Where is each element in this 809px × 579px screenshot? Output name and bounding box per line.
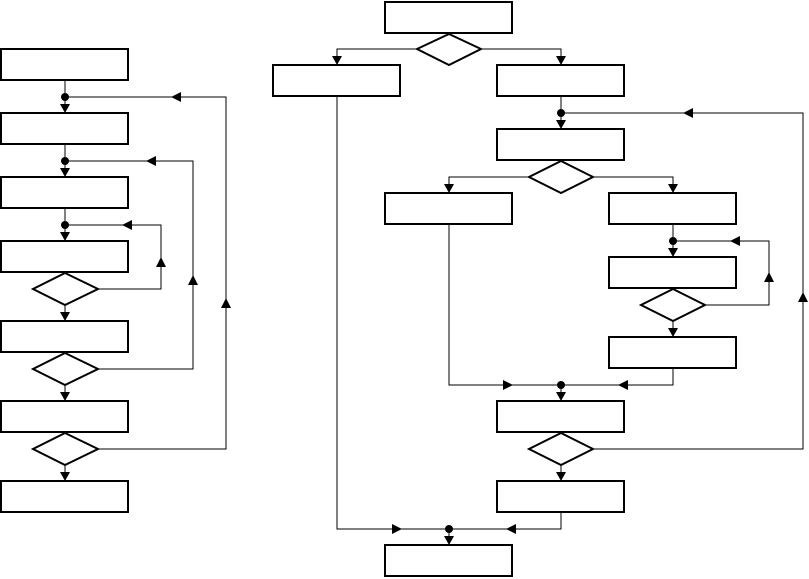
arrowhead-left	[506, 524, 516, 534]
branch-connector	[593, 176, 674, 193]
process-box	[496, 480, 625, 513]
process-box	[384, 192, 513, 225]
process-box	[0, 240, 129, 273]
decision-diamond	[414, 32, 484, 67]
arrowhead-left	[683, 108, 693, 118]
arrowhead-down	[60, 104, 70, 113]
junction-dot	[61, 221, 69, 229]
junction-dot	[61, 157, 69, 165]
arrowhead-down	[60, 472, 70, 481]
decision-diamond	[30, 351, 101, 387]
process-box	[608, 336, 737, 369]
arrowhead-left	[618, 380, 628, 390]
arrowhead-down	[444, 184, 454, 193]
arrowhead-down	[556, 472, 566, 481]
arrowhead-down	[668, 184, 678, 193]
junction-dot	[669, 237, 677, 245]
arrowhead-up	[221, 298, 231, 308]
arrowhead-up	[188, 275, 198, 285]
arrowhead-left	[122, 220, 132, 230]
process-box	[0, 176, 129, 209]
arrowhead-down	[60, 232, 70, 241]
process-box	[0, 320, 129, 353]
process-box	[496, 64, 625, 97]
arrowhead-down	[60, 392, 70, 401]
junction-dot	[557, 109, 565, 117]
arrowhead-down	[556, 392, 566, 401]
arrowhead-down	[60, 168, 70, 177]
arrowhead-down	[60, 312, 70, 321]
decision-diamond	[526, 431, 596, 467]
arrowhead-up	[764, 272, 774, 282]
arrowhead-up	[156, 257, 166, 267]
process-box	[0, 480, 129, 513]
arrowhead-down	[332, 56, 342, 65]
branch-connector	[448, 176, 529, 193]
process-box	[496, 128, 625, 161]
process-box	[496, 400, 625, 433]
process-box	[384, 1, 513, 34]
arrowhead-down	[668, 248, 678, 257]
left-flowchart	[0, 48, 231, 513]
process-box	[0, 400, 129, 433]
decision-diamond	[30, 431, 101, 467]
decision-diamond	[638, 287, 708, 323]
arrowhead-down	[444, 536, 454, 545]
process-box	[0, 112, 129, 145]
loop-connector	[65, 160, 194, 370]
right-flowchart	[272, 1, 808, 577]
arrowhead-down	[556, 56, 566, 65]
process-box	[608, 256, 737, 289]
process-box	[272, 64, 401, 97]
arrowhead-left	[146, 156, 156, 166]
arrowhead-down	[556, 120, 566, 129]
arrowhead-down	[668, 328, 678, 337]
loop-connector	[65, 96, 227, 450]
arrowhead-left	[730, 236, 740, 246]
arrowhead-left	[171, 92, 181, 102]
process-box	[608, 192, 737, 225]
arrowhead-right	[392, 524, 402, 534]
decision-diamond	[526, 159, 596, 195]
branch-connector	[336, 48, 417, 65]
process-box	[384, 544, 513, 577]
loop-connector	[561, 112, 804, 450]
arrowhead-right	[503, 380, 513, 390]
junction-dot	[61, 93, 69, 101]
process-box	[0, 48, 129, 81]
decision-diamond	[30, 271, 101, 307]
arrowhead-up	[798, 292, 808, 302]
branch-connector	[481, 48, 562, 65]
